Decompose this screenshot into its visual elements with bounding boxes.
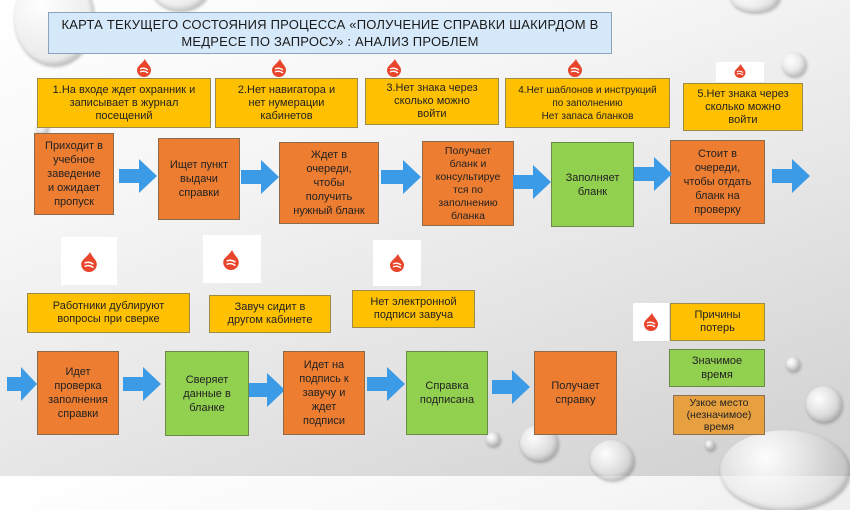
- flame-icon: [734, 64, 746, 78]
- issue-box: 5.Нет знака через сколько можно войти: [683, 83, 803, 131]
- issue-box: 3.Нет знака через сколько можно войти: [365, 78, 499, 125]
- process-step: Идет на подпись к завучу и ждет подписи: [283, 351, 365, 435]
- decorative-bubble: [782, 52, 806, 76]
- flow-arrow: [7, 367, 37, 401]
- decorative-bubble: [730, 0, 780, 12]
- issue-box: 1.На входе ждет охранник и записывает в …: [37, 78, 211, 128]
- flame-icon: [137, 59, 151, 77]
- decorative-bubble: [486, 432, 500, 446]
- process-step: Получает бланк и консультируе тся по зап…: [422, 141, 514, 226]
- flame-icon: [272, 59, 286, 77]
- flow-arrow: [119, 159, 157, 193]
- issue-box: Завуч сидит в другом кабинете: [209, 295, 331, 333]
- process-step: Заполняет бланк: [551, 142, 634, 227]
- flame-icon: [644, 313, 658, 331]
- decorative-bubble: [150, 0, 210, 10]
- decorative-bubble: [590, 440, 634, 480]
- flow-arrow: [492, 370, 530, 404]
- flow-arrow: [241, 160, 279, 194]
- flame-icon: [568, 59, 582, 77]
- flame-icon: [387, 59, 401, 77]
- decorative-bubble: [786, 357, 800, 371]
- flame-icon: [223, 250, 239, 270]
- legend-item-loss-causes: Причины потерь: [670, 303, 765, 341]
- decorative-bubble: [705, 440, 715, 450]
- issue-box: Нет электронной подписи завуча: [352, 290, 475, 328]
- page-title: КАРТА ТЕКУЩЕГО СОСТОЯНИЯ ПРОЦЕССА «ПОЛУЧ…: [48, 12, 612, 54]
- flow-arrow: [772, 159, 810, 193]
- decorative-bubble: [806, 386, 842, 422]
- flow-arrow: [367, 367, 405, 401]
- decorative-bubble: [720, 430, 850, 510]
- process-step: Сверяет данные в бланке: [165, 351, 249, 436]
- process-step: Справка подписана: [406, 351, 488, 435]
- flow-arrow: [634, 157, 672, 191]
- flow-arrow: [123, 367, 161, 401]
- process-step: Идет проверка заполнения справки: [37, 351, 119, 435]
- process-step: Ждет в очереди, чтобы получить нужный бл…: [279, 142, 379, 224]
- flow-arrow: [381, 160, 421, 194]
- page-title-text: КАРТА ТЕКУЩЕГО СОСТОЯНИЯ ПРОЦЕССА «ПОЛУЧ…: [61, 17, 599, 49]
- process-step: Приходит в учебное заведение и ожидает п…: [34, 133, 114, 215]
- flow-arrow: [513, 165, 551, 199]
- process-step: Ищет пункт выдачи справки: [158, 138, 240, 220]
- process-step: Получает справку: [534, 351, 617, 435]
- legend-item-bottleneck-time: Узкое место (незначимое) время: [673, 395, 765, 435]
- flow-arrow: [248, 373, 285, 407]
- issue-box: 4.Нет шаблонов и инструкций по заполнени…: [505, 78, 670, 128]
- flame-icon: [390, 254, 404, 272]
- legend-item-value-time: Значимое время: [669, 349, 765, 387]
- process-step: Стоит в очереди, чтобы отдать бланк на п…: [670, 140, 765, 224]
- issue-box: 2.Нет навигатора и нет нумерации кабинет…: [215, 78, 358, 128]
- issue-box: Работники дублируют вопросы при сверке: [27, 293, 190, 333]
- flame-icon: [81, 252, 97, 272]
